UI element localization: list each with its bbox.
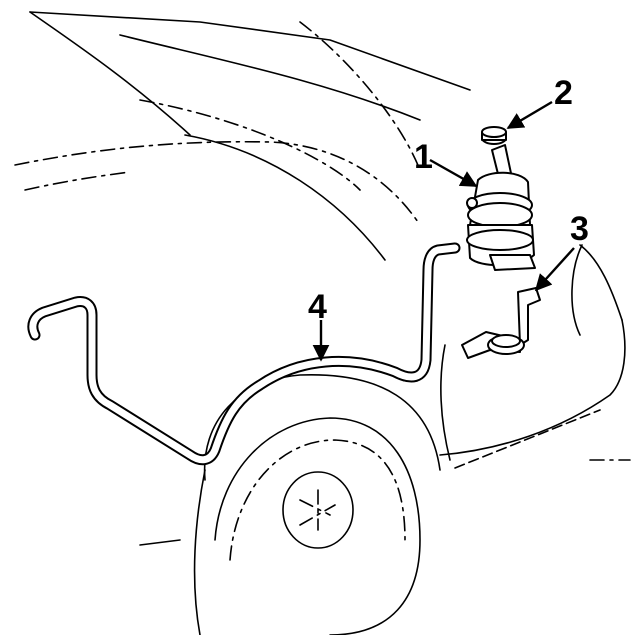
- washer-hose-part-4: [27, 242, 461, 466]
- reservoir-cap-part-2: [481, 126, 507, 145]
- callout-3-label: 3: [570, 210, 589, 248]
- callout-1-label: 1: [414, 138, 433, 176]
- reservoir-bracket-part-3: [461, 287, 541, 359]
- callout-2-arrow: [506, 100, 553, 130]
- wheel-and-tire: [139, 374, 441, 635]
- callout-4-label: 4: [308, 288, 327, 326]
- callout-3-arrow: [534, 247, 575, 292]
- callout-1-arrow: [429, 158, 478, 188]
- car-body-outline: [14, 11, 471, 261]
- fender-outline: [439, 244, 631, 469]
- washer-reservoir-part-1: [466, 144, 536, 271]
- callout-arrows: [312, 100, 575, 362]
- callout-2-label: 2: [554, 74, 573, 112]
